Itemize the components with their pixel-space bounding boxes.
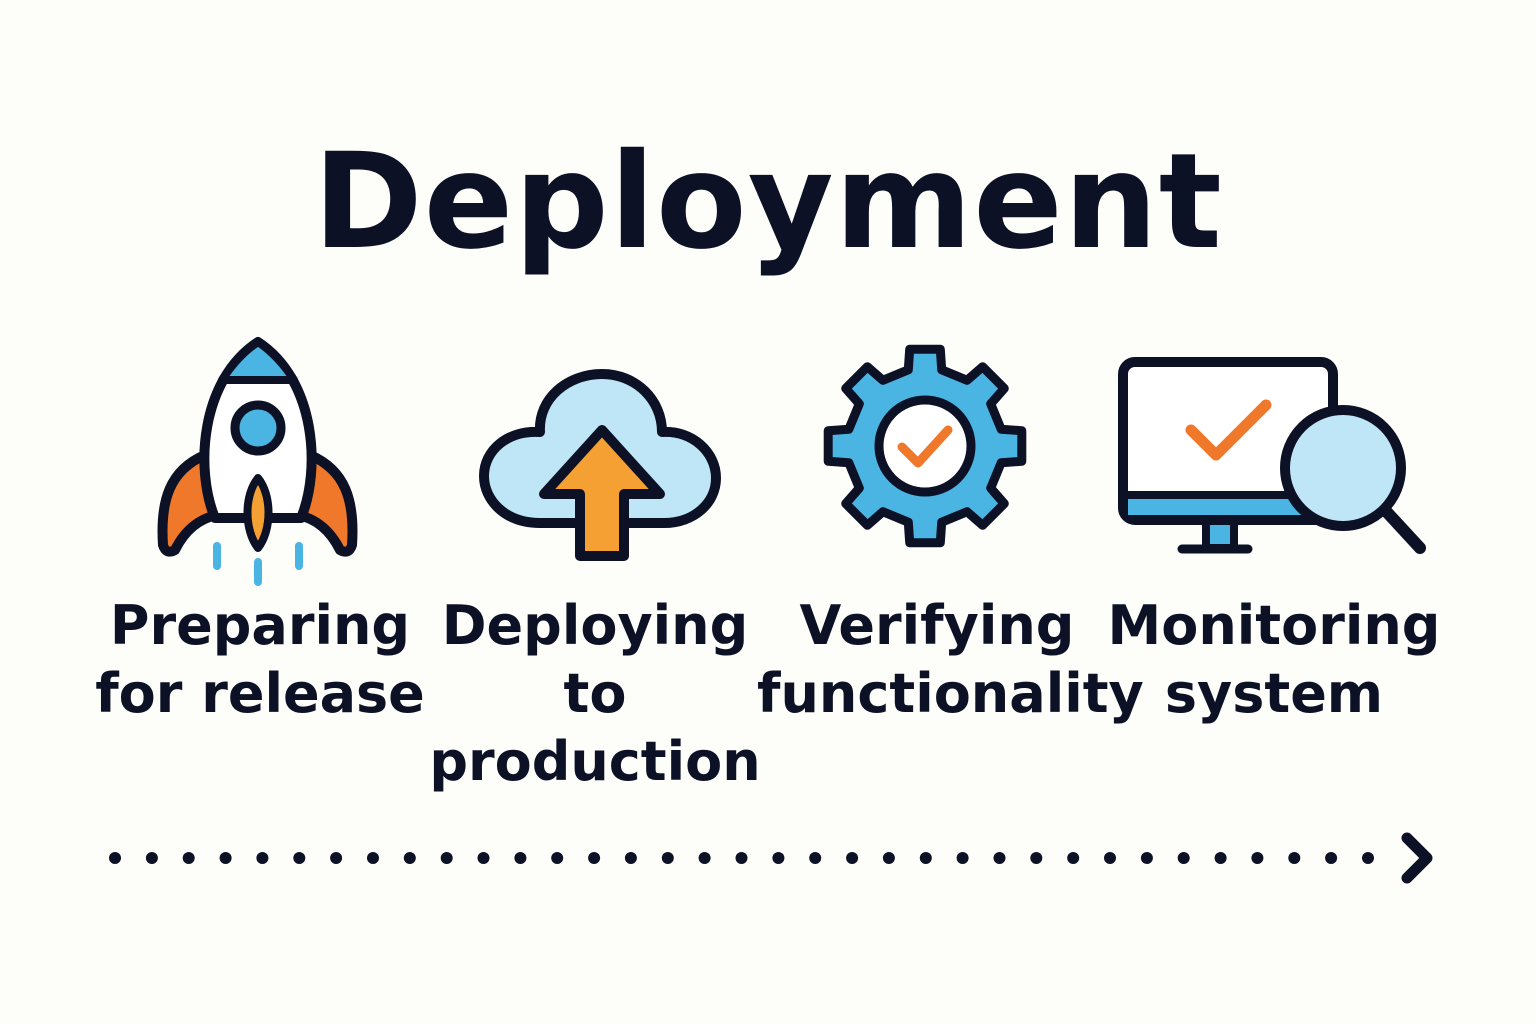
timeline-dot <box>1030 852 1043 864</box>
timeline-dot <box>145 852 158 864</box>
label-line: production <box>429 730 761 793</box>
timeline-dot <box>219 852 232 864</box>
timeline-dot <box>956 852 969 864</box>
label-line: Deploying <box>441 594 749 657</box>
label-line: functionality <box>757 662 1144 725</box>
timeline-dot <box>1214 852 1227 864</box>
timeline-dot <box>403 852 416 864</box>
step-label: Monitoring system <box>1094 592 1454 728</box>
timeline-dot <box>1325 852 1338 864</box>
timeline-dot <box>477 852 490 864</box>
cloud-upload-icon <box>479 369 721 561</box>
step-label: Deploying to production <box>415 592 775 796</box>
timeline-dot <box>440 852 453 864</box>
timeline-dot <box>735 852 748 864</box>
label-line: Preparing <box>109 594 411 657</box>
timeline-dot <box>1067 852 1080 864</box>
label-line: to <box>563 662 627 725</box>
timeline-dot <box>772 852 785 864</box>
label-line: for release <box>95 662 425 725</box>
timeline-dot <box>514 852 527 864</box>
timeline-dot <box>1140 852 1153 864</box>
rocket-icon <box>157 337 358 586</box>
timeline-dot <box>1104 852 1116 864</box>
timeline-dot <box>1362 852 1374 864</box>
timeline-dot <box>256 852 269 864</box>
timeline-dot <box>919 852 932 864</box>
page-title: Deployment <box>313 125 1223 279</box>
gear-check-icon <box>823 344 1027 548</box>
monitor-magnifier-icon <box>1118 357 1426 554</box>
label-line: Verifying <box>799 594 1075 657</box>
timeline-dot <box>293 852 306 864</box>
step-label: Verifying functionality <box>757 592 1144 728</box>
timeline-dot <box>367 852 379 864</box>
timeline-dot <box>698 852 711 864</box>
timeline-dot <box>551 852 564 864</box>
timeline-dot <box>882 852 895 864</box>
timeline-dot <box>993 852 1006 864</box>
timeline-dot <box>809 852 822 864</box>
timeline-dot <box>109 852 121 864</box>
label-line: Monitoring <box>1107 594 1441 657</box>
chevron-right-icon <box>1401 832 1433 884</box>
label-line: system <box>1164 662 1384 725</box>
timeline-arrow <box>109 832 1433 884</box>
timeline-dot <box>1251 852 1264 864</box>
timeline-dots <box>109 852 1374 864</box>
timeline-dot <box>330 852 343 864</box>
timeline-dot <box>588 852 601 864</box>
timeline-dot <box>1288 852 1301 864</box>
timeline-dot <box>182 852 195 864</box>
timeline-dot <box>624 852 637 864</box>
timeline-dot <box>1177 852 1190 864</box>
step-label: Preparing for release <box>80 592 440 728</box>
timeline-dot <box>846 852 859 864</box>
timeline-dot <box>661 852 674 864</box>
